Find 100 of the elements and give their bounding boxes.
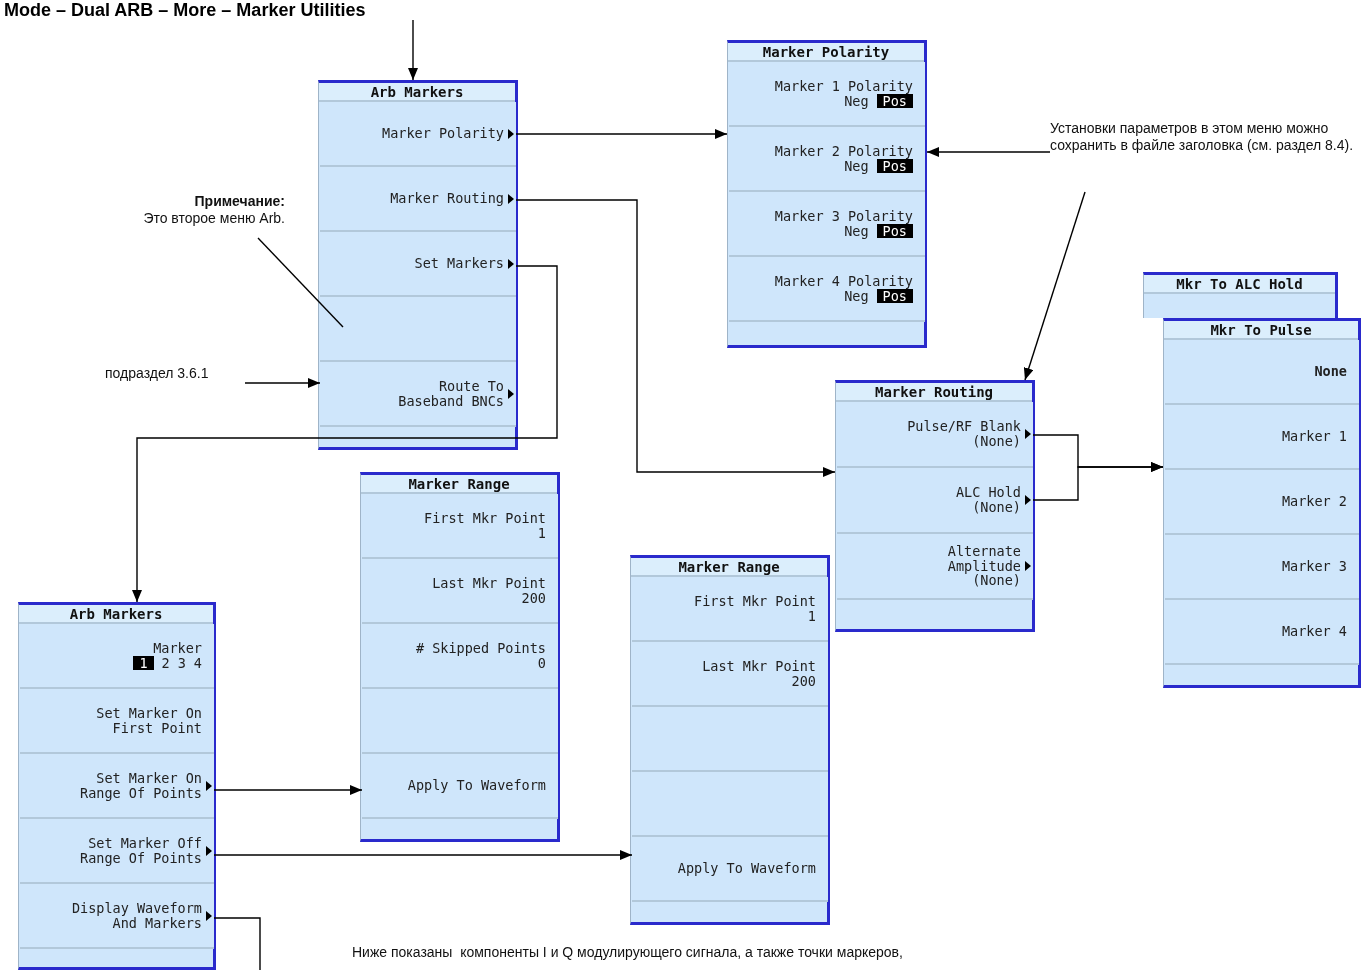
leader-line xyxy=(1023,191,1086,381)
selected-option: 1 xyxy=(133,655,154,671)
option-label: Neg xyxy=(844,158,869,174)
softkey-label: # Skipped Points xyxy=(415,640,546,656)
caption-text: Ниже показаны компоненты I и Q модулирующего сигнала, а также точки маркеров, xyxy=(352,944,903,960)
softkey-label: Marker 1 Polarity xyxy=(774,78,913,94)
empty-softkey xyxy=(632,707,828,772)
softkey-label: Alternate Amplitude xyxy=(946,543,1021,574)
selected-option: Pos xyxy=(876,93,913,109)
softkey-label: Apply To Waveform xyxy=(407,778,546,793)
softkey-label: ALC Hold xyxy=(955,485,1021,500)
option-label: Neg xyxy=(844,288,869,304)
menu-title: Marker Polarity xyxy=(728,43,924,62)
empty-softkey xyxy=(362,689,558,754)
option-label: 3 xyxy=(177,655,186,671)
softkey xyxy=(362,624,558,689)
softkey-value: 0 xyxy=(537,655,546,671)
softkey-value: (None) xyxy=(972,500,1021,515)
softkey xyxy=(729,192,925,257)
softkey-label: Set Marker Off Range Of Points xyxy=(79,835,202,866)
softkey-label: Pulse/RF Blank xyxy=(907,419,1021,434)
softkey-value: 1 xyxy=(537,525,546,541)
softkey xyxy=(20,819,214,884)
softkey-label: Marker 2 xyxy=(1281,494,1347,509)
option-label: Neg xyxy=(844,223,869,239)
softkey xyxy=(1165,535,1359,600)
softkey-menu-panel xyxy=(727,40,927,348)
softkey-label: First Mkr Point xyxy=(424,510,546,526)
softkey xyxy=(320,167,516,232)
selected-option: Pos xyxy=(876,158,913,174)
softkey xyxy=(632,837,828,902)
selected-option: Pos xyxy=(876,223,913,239)
menu-title: Marker Range xyxy=(631,558,827,577)
arrow xyxy=(515,199,836,477)
menu-title: Mkr To Pulse xyxy=(1164,321,1358,340)
softkey xyxy=(837,402,1033,468)
softkey xyxy=(632,577,828,642)
softkey xyxy=(20,884,214,949)
arrow xyxy=(213,785,363,795)
softkey xyxy=(729,127,925,192)
softkey-label: Marker xyxy=(153,640,202,656)
softkey-value: 200 xyxy=(791,673,816,689)
empty-softkey xyxy=(320,297,516,362)
arrow xyxy=(408,19,418,81)
option-label: Neg xyxy=(844,93,869,109)
softkey xyxy=(20,624,214,689)
menu-title: Marker Routing xyxy=(836,383,1032,402)
softkey xyxy=(320,102,516,167)
note-text: Установки параметров в этом меню можно сохранить в файле заголовка (см. раздел 8.4). xyxy=(1050,120,1355,154)
softkey xyxy=(729,257,925,322)
softkey xyxy=(20,689,214,754)
softkey-menu-panel xyxy=(630,555,830,925)
softkey-label: Set Markers xyxy=(414,256,504,271)
softkey xyxy=(320,232,516,297)
softkey-label: Marker 1 xyxy=(1281,429,1347,444)
menu-path-heading: Mode – Dual ARB – More – Marker Utilities xyxy=(4,0,366,20)
option-label: 4 xyxy=(193,655,202,671)
softkey-menu-panel xyxy=(1143,272,1338,318)
arrow xyxy=(244,378,321,388)
menu-title: Arb Markers xyxy=(19,605,213,624)
note-heading: Примечание: xyxy=(193,193,285,210)
softkey-label: Display Waveform And Markers xyxy=(70,900,202,931)
softkey-label: None xyxy=(1314,364,1347,379)
softkey xyxy=(1165,405,1359,470)
softkey xyxy=(837,534,1033,600)
softkey-label: Set Marker On Range Of Points xyxy=(79,770,202,801)
menu-title: Arb Markers xyxy=(319,83,515,102)
softkey xyxy=(837,468,1033,534)
arrow xyxy=(515,129,728,139)
softkey-value: 200 xyxy=(521,590,546,606)
option-label: 2 xyxy=(161,655,170,671)
arrow xyxy=(132,265,558,603)
softkey xyxy=(20,754,214,819)
softkey xyxy=(729,62,925,127)
menu-title: Mkr To ALC Hold xyxy=(1144,275,1335,294)
softkey xyxy=(1165,600,1359,665)
leader-line xyxy=(257,237,344,328)
softkey-menu-panel xyxy=(1163,318,1361,688)
menu-title: Marker Range xyxy=(361,475,557,494)
softkey-menu-panel xyxy=(18,602,216,970)
selected-option: Pos xyxy=(876,288,913,304)
section-reference: подраздел 3.6.1 xyxy=(105,365,210,382)
softkey xyxy=(320,362,516,427)
leader-line xyxy=(926,147,1051,157)
arrow xyxy=(213,850,633,860)
arrow xyxy=(1032,462,1164,501)
softkey-menu-panel xyxy=(360,472,560,842)
softkey-label: Last Mkr Point xyxy=(702,658,816,674)
softkey-label: Marker 3 Polarity xyxy=(774,208,913,224)
softkey-value: (None) xyxy=(972,573,1021,589)
softkey xyxy=(1165,470,1359,535)
softkey-label: Marker 3 xyxy=(1281,559,1347,574)
softkey-label: Marker Routing xyxy=(390,191,504,206)
softkey-label: Set Marker On First Point xyxy=(95,705,202,736)
softkey-menu-panel xyxy=(318,80,518,450)
softkey-label: Route To Baseband BNCs xyxy=(397,378,504,409)
softkey-label: Marker 2 Polarity xyxy=(774,143,913,159)
softkey-value: (None) xyxy=(972,434,1021,449)
softkey xyxy=(1165,340,1359,405)
softkey-label: Apply To Waveform xyxy=(677,861,816,876)
